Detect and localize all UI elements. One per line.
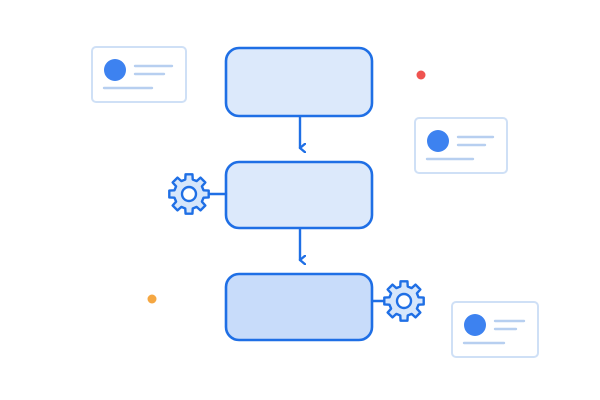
flow-step-3 <box>224 272 374 342</box>
info-cards <box>91 46 539 358</box>
avatar-icon <box>464 314 486 336</box>
decorative-dot <box>416 70 426 80</box>
info-card <box>414 117 508 174</box>
gear-attachment <box>168 173 228 215</box>
flow-step-2 <box>224 160 374 230</box>
avatar-icon <box>427 130 449 152</box>
gear-hub <box>395 292 413 310</box>
flow-step-1 <box>224 46 374 118</box>
gear-icon <box>383 280 425 322</box>
flow-step-box <box>224 160 374 230</box>
info-card <box>91 46 187 103</box>
flow-step-box <box>224 46 374 118</box>
avatar-icon <box>104 59 126 81</box>
gear-attachments <box>168 173 425 322</box>
flow-steps <box>224 46 374 342</box>
info-card <box>451 301 539 358</box>
gear-icon <box>168 173 210 215</box>
decorative-dots <box>147 70 426 304</box>
flow-step-box <box>224 272 374 342</box>
decorative-dot <box>147 294 157 304</box>
gear-attachment <box>370 280 425 322</box>
gear-hub <box>180 185 198 203</box>
